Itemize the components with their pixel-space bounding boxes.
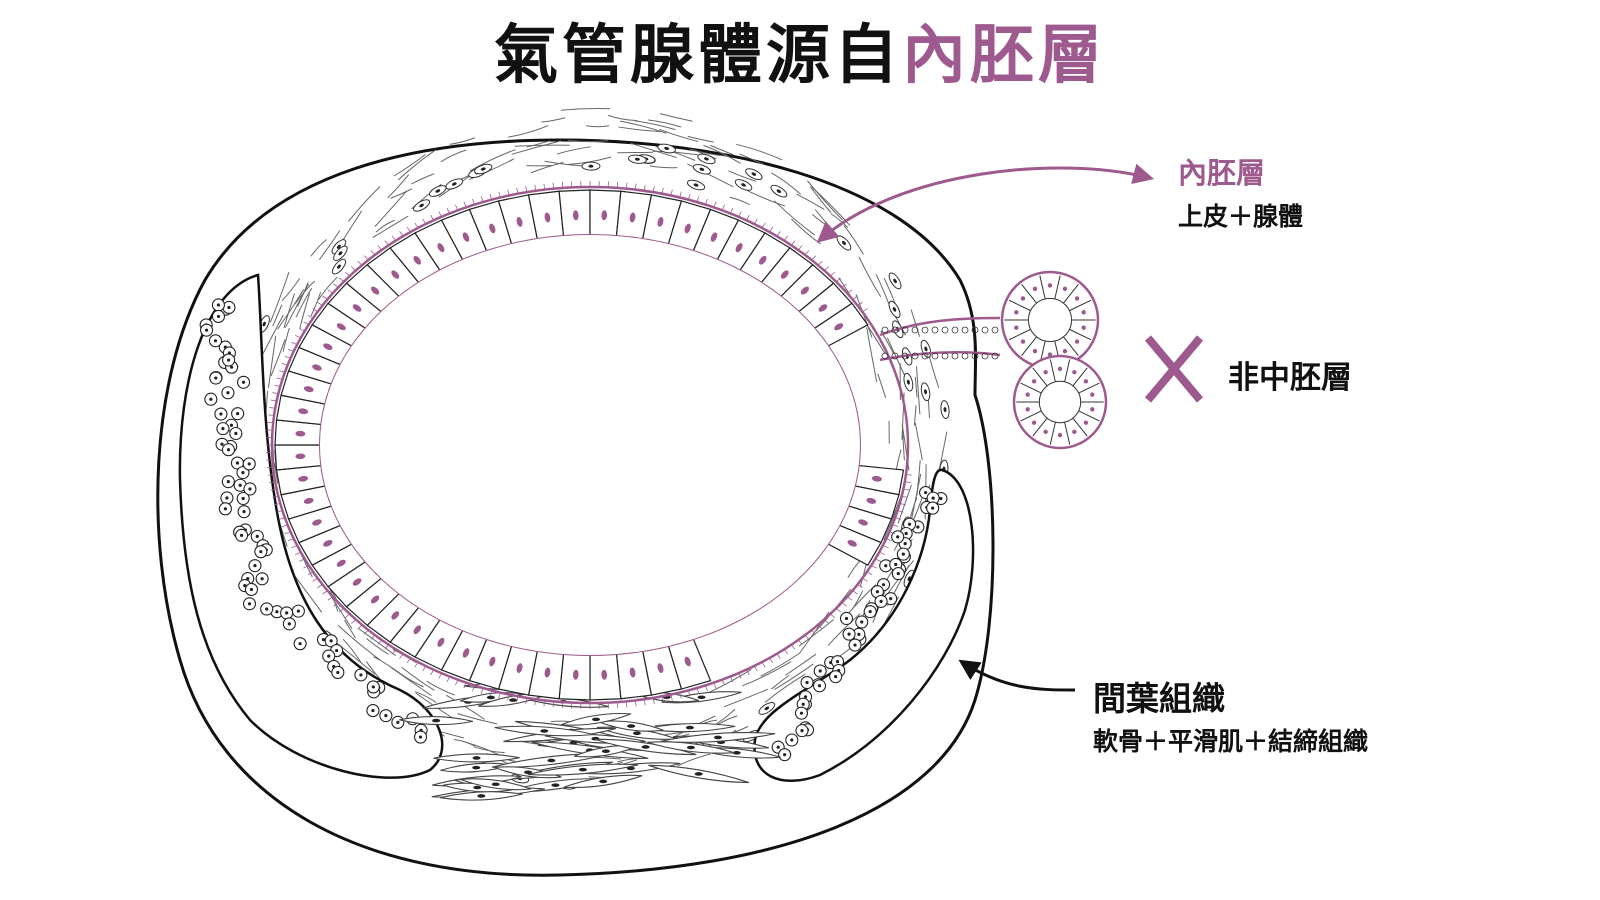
cell-nucleus: [413, 255, 421, 265]
cell-nucleus: [572, 210, 579, 221]
cell-nucleus: [370, 286, 380, 295]
cell-nucleus: [462, 232, 470, 242]
cell-nucleus: [780, 270, 789, 279]
cell-nucleus: [516, 216, 523, 227]
cell-nucleus: [629, 667, 636, 678]
cell-nucleus: [684, 223, 691, 234]
cell-nucleus: [516, 663, 523, 674]
chondrocytes: [199, 298, 948, 762]
cell-nucleus: [858, 519, 868, 526]
cell-nucleus: [437, 243, 445, 253]
cell-nucleus: [489, 656, 496, 667]
cell-nucleus: [298, 408, 309, 415]
cell-nucleus: [303, 497, 314, 504]
cell-nucleus: [601, 669, 608, 680]
cell-nucleus: [572, 669, 579, 680]
cell-nucleus: [818, 304, 828, 312]
cell-nucleus: [295, 430, 306, 437]
endoderm-label: 內胚層: [1178, 156, 1266, 190]
cell-nucleus: [391, 611, 400, 620]
cell-nucleus: [303, 386, 314, 393]
tracheal-wall-outer: [156, 138, 995, 877]
cell-nucleus: [759, 255, 767, 265]
cell-nucleus: [336, 323, 346, 331]
cell-nucleus: [866, 497, 877, 504]
cell-nucleus: [391, 270, 400, 279]
cell-nucleus: [323, 343, 333, 350]
cell-nucleus: [871, 475, 882, 482]
cell-nucleus: [834, 323, 844, 331]
cell-nucleus: [735, 243, 743, 253]
cell-nucleus: [298, 475, 309, 482]
not-mesoderm-x-icon: [1144, 335, 1204, 403]
tracheal-lumen: [320, 235, 860, 655]
not-mesoderm-label: 非中胚層: [1228, 360, 1352, 396]
cell-nucleus: [544, 212, 551, 223]
cell-nucleus: [370, 595, 380, 604]
cell-nucleus: [323, 540, 333, 547]
cell-nucleus: [336, 559, 346, 567]
cell-nucleus: [601, 210, 608, 221]
title-prefix: 氣管腺體源自: [494, 19, 902, 93]
mesenchyme-label: 間葉組織: [1093, 679, 1225, 718]
mesenchyme-detail: 軟骨＋平滑肌＋結締組織: [1093, 727, 1369, 756]
cell-nucleus: [462, 648, 470, 658]
submucosal-gland: [879, 270, 1108, 450]
cell-nucleus: [413, 625, 421, 635]
cell-nucleus: [295, 453, 306, 460]
cell-nucleus: [847, 540, 857, 547]
page-title: 氣管腺體源自內胚層: [0, 16, 1600, 96]
cell-nucleus: [710, 232, 718, 242]
cartilage-plate-left: [178, 273, 444, 779]
cell-nucleus: [629, 212, 636, 223]
cell-nucleus: [657, 663, 664, 674]
cell-nucleus: [352, 578, 362, 586]
cell-nucleus: [352, 304, 362, 312]
cell-nucleus: [800, 286, 810, 295]
cell-nucleus: [544, 667, 551, 678]
cell-nucleus: [312, 519, 322, 526]
endoderm-detail: 上皮＋腺體: [1178, 202, 1304, 231]
title-highlight: 內胚層: [902, 19, 1106, 93]
cell-nucleus: [657, 216, 664, 227]
cell-nucleus: [312, 364, 322, 371]
cell-nucleus: [437, 637, 445, 647]
mesenchyme-arrow: [958, 659, 1076, 692]
endoderm-arrow: [816, 163, 1155, 243]
cell-nucleus: [684, 656, 691, 667]
tracheal-epithelium: [266, 181, 912, 709]
cell-nucleus: [489, 223, 496, 234]
